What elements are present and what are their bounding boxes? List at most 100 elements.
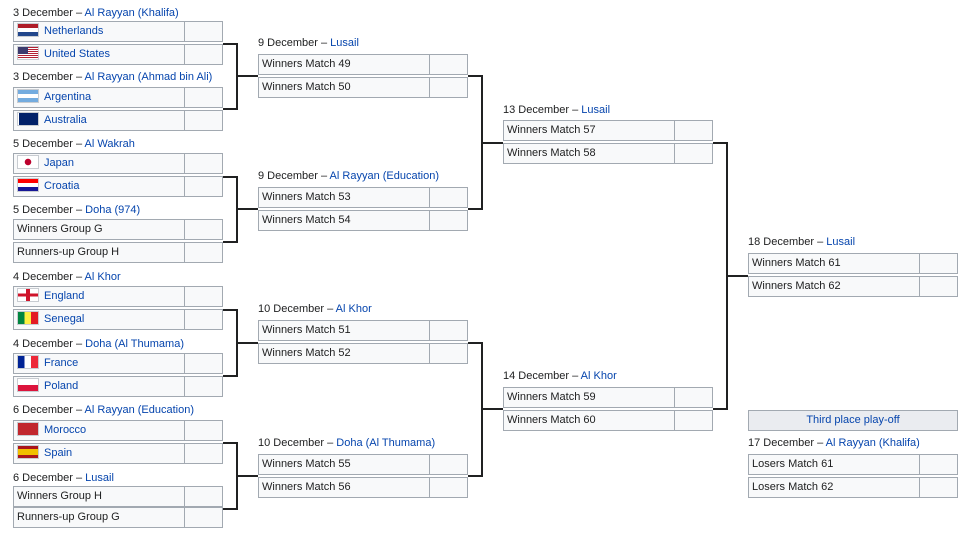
separator: – [72, 204, 86, 216]
venue-link[interactable]: Lusail [85, 472, 114, 484]
bracket-connector [223, 43, 236, 45]
team-name[interactable]: Argentina [44, 91, 92, 103]
team-name: Winners Match 61 [752, 257, 841, 269]
team-cell[interactable]: Croatia [14, 177, 185, 196]
team-cell[interactable]: England [14, 287, 185, 306]
match-date: 10 December [258, 303, 325, 315]
score-cell [428, 211, 467, 230]
bracket-connector [236, 75, 258, 77]
match-header: 4 December – Doha (Al Thumama) [13, 337, 184, 351]
separator: – [324, 437, 337, 449]
score-cell [918, 254, 957, 273]
venue-link[interactable]: Al Khor [84, 271, 121, 283]
team-name[interactable]: Senegal [44, 313, 85, 325]
team-name: Winners Match 49 [262, 58, 351, 70]
separator: – [814, 236, 827, 248]
team-cell: Losers Match 62 [749, 478, 920, 497]
bracket-connector [726, 275, 748, 277]
venue-link[interactable]: Lusail [330, 37, 359, 49]
team-cell[interactable]: France [14, 354, 185, 373]
separator: – [72, 338, 86, 350]
team-name[interactable]: England [44, 290, 85, 302]
team-name[interactable]: France [44, 357, 79, 369]
flag-en-icon [17, 288, 39, 303]
match-header: 17 December – Al Rayyan (Khalifa) [748, 436, 920, 450]
team-name: Winners Match 51 [262, 324, 351, 336]
team-row: Australia [13, 110, 223, 131]
team-row: Japan [13, 153, 223, 174]
team-name: Winners Match 57 [507, 124, 596, 136]
team-cell[interactable]: United States [14, 45, 185, 64]
venue-link[interactable]: Al Wakrah [84, 138, 135, 150]
bracket-connector [236, 342, 258, 344]
team-row: Runners-up Group G [13, 507, 223, 528]
team-row: Winners Match 57 [503, 120, 713, 141]
team-name[interactable]: Poland [44, 380, 79, 392]
team-cell[interactable]: Australia [14, 111, 185, 130]
team-name[interactable]: Australia [44, 114, 87, 126]
team-cell[interactable]: Morocco [14, 421, 185, 440]
team-cell[interactable]: Spain [14, 444, 185, 463]
bracket-connector [713, 408, 726, 410]
team-cell[interactable]: Senegal [14, 310, 185, 329]
score-cell [918, 455, 957, 474]
team-row: Runners-up Group H [13, 242, 223, 263]
bracket-connector [468, 342, 481, 344]
match-header: 5 December – Al Wakrah [13, 137, 135, 151]
separator: – [317, 37, 331, 49]
score-cell [183, 22, 222, 41]
team-name[interactable]: United States [44, 48, 111, 60]
team-row: Argentina [13, 87, 223, 108]
separator: – [72, 7, 85, 19]
venue-link[interactable]: Al Rayyan (Education) [84, 404, 194, 416]
team-cell: Winners Match 57 [504, 121, 675, 140]
match-date: 13 December [503, 104, 570, 116]
venue-link[interactable]: Lusail [826, 236, 856, 248]
team-cell[interactable]: Argentina [14, 88, 185, 107]
team-name[interactable]: Netherlands [44, 25, 104, 37]
separator: – [72, 472, 86, 484]
team-cell[interactable]: Japan [14, 154, 185, 173]
team-name: Winners Group H [17, 490, 102, 502]
venue-link[interactable]: Doha (Al Thumama) [85, 338, 184, 350]
third-place-title[interactable]: Third place play-off [748, 410, 958, 431]
venue-link[interactable]: Lusail [581, 104, 611, 116]
team-row: Winners Match 54 [258, 210, 468, 231]
flag-au-icon [17, 112, 39, 127]
venue-link[interactable]: Doha (Al Thumama) [336, 437, 436, 449]
team-row: Winners Match 60 [503, 410, 713, 431]
team-name[interactable]: Japan [44, 157, 74, 169]
bracket-connector [223, 309, 236, 311]
venue-link[interactable]: Al Khor [335, 303, 372, 315]
team-name[interactable]: Spain [44, 447, 73, 459]
score-cell [183, 310, 222, 329]
venue-link[interactable]: Al Rayyan (Khalifa) [825, 437, 920, 449]
team-cell: Winners Match 61 [749, 254, 920, 273]
team-row: Croatia [13, 176, 223, 197]
venue-link[interactable]: Al Rayyan (Ahmad bin Ali) [84, 71, 213, 83]
team-cell: Winners Match 59 [504, 388, 675, 407]
venue-link[interactable]: Doha (974) [85, 204, 141, 216]
score-cell [183, 88, 222, 107]
match-header: 13 December – Lusail [503, 103, 610, 117]
team-name[interactable]: Morocco [44, 424, 87, 436]
flag-pl-icon [17, 378, 39, 393]
flag-es-icon [17, 445, 39, 460]
team-name: Winners Match 56 [262, 481, 351, 493]
score-cell [673, 144, 712, 163]
team-cell[interactable]: Netherlands [14, 22, 185, 41]
team-name: Winners Match 59 [507, 391, 596, 403]
team-row: Winners Match 59 [503, 387, 713, 408]
score-cell [428, 78, 467, 97]
team-cell: Winners Group H [14, 487, 185, 506]
team-cell: Winners Match 58 [504, 144, 675, 163]
venue-link[interactable]: Al Khor [580, 370, 617, 382]
bracket-connector [223, 508, 236, 510]
venue-link[interactable]: Al Rayyan (Education) [329, 170, 439, 182]
team-row: Winners Match 55 [258, 454, 468, 475]
team-name[interactable]: Croatia [44, 180, 80, 192]
team-cell[interactable]: Poland [14, 377, 185, 396]
team-row: France [13, 353, 223, 374]
score-cell [183, 220, 222, 239]
venue-link[interactable]: Al Rayyan (Khalifa) [84, 7, 179, 19]
